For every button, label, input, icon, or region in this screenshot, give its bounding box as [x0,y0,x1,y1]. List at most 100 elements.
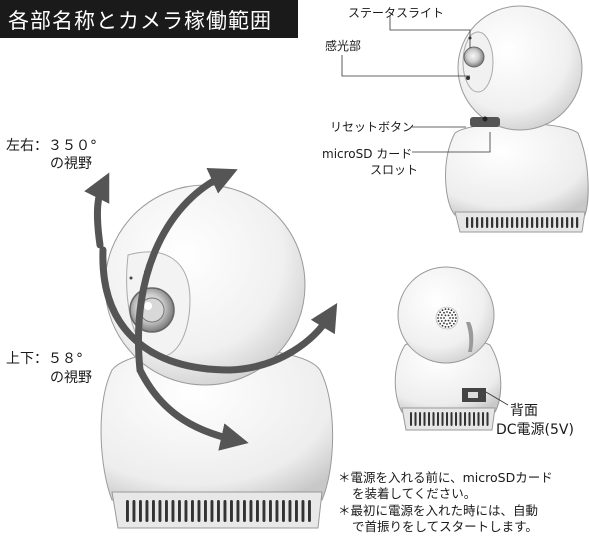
vent-slot [410,412,413,426]
back-view-camera [394,266,502,431]
vent-slot [126,500,129,522]
vent-slot [243,500,246,522]
vent-slot [551,217,554,228]
vent-slot [496,217,499,228]
vent-slot [459,412,462,426]
vent-slot [531,217,534,228]
vent-slot [455,412,458,426]
vent-slot [145,500,149,522]
vent-slot [468,412,471,426]
vent-slot [256,500,259,522]
back-vents [410,412,489,426]
speaker-hole [452,322,455,325]
speaker-hole [452,317,454,319]
note-1-line2: を装着してください。 [352,486,477,501]
speaker-hole [441,309,444,312]
vent-slot [230,500,233,522]
speaker-hole [444,314,447,317]
label-dc-power: DC電源(5V) [496,422,574,438]
vent-slot [506,217,509,228]
speaker-hole [437,317,439,319]
speaker-hole [444,325,447,328]
vent-slot [446,412,449,426]
vent-slot [482,412,485,426]
side-vents [466,217,579,228]
speaker-hole [451,320,454,322]
speaker-hole [447,319,450,322]
vent-slot [546,217,549,228]
main-camera [100,184,334,529]
vent-slot [269,500,272,522]
vent-slot [282,500,285,522]
vent-slot [165,500,168,522]
vent-slot [262,500,266,522]
speaker-hole [443,322,445,325]
vent-slot [236,500,240,522]
vent-slot [437,412,440,426]
vent-slot [516,217,519,228]
vent-slot [511,217,514,228]
vent-slot [466,217,469,228]
label-reset-button: リセットボタン [330,120,415,134]
vent-slot [576,217,579,228]
vent-slot [223,500,227,522]
speaker-hole [440,317,442,319]
speaker-hole [449,322,451,325]
vent-slot [477,412,480,426]
note-1-line1: ＊電源を入れる前に、microSDカード [338,470,553,485]
speaker-hole [454,320,457,322]
speaker-hole [450,324,453,327]
vent-slot [473,412,476,426]
speaker-hole [440,314,443,316]
speaker-hole [444,308,447,311]
speaker-hole [443,317,445,319]
label-light-sensor: 感光部 [325,39,362,53]
vent-slot [419,412,422,426]
speaker-hole [449,317,451,319]
vent-slot [275,500,279,522]
speaker-hole [452,311,455,314]
speaker-hole [439,311,442,314]
vent-slot [197,500,201,522]
vent-slot [204,500,207,522]
vent-slot [152,500,155,522]
vent-slot [481,217,484,228]
speaker-hole [447,308,450,311]
microsd-slot-line [412,132,491,153]
speaker-hole [437,314,440,316]
label-tilt-range: 上下：５８° [6,351,83,367]
vent-slot [566,217,569,228]
vent-slot [308,500,311,522]
speaker-hole [455,317,457,319]
vent-slot [526,217,529,228]
vent-slot [423,412,426,426]
vent-slot [132,500,136,522]
vent-slot [158,500,162,522]
speaker-hole [441,324,444,327]
vent-slot [295,500,298,522]
vent-slot [428,412,431,426]
vent-slot [414,412,417,426]
label-tilt-fov: の視野 [50,370,92,386]
speaker-hole [439,322,442,325]
vent-slot [521,217,524,228]
page-title: 各部名称とカメラ稼働範囲 [8,9,272,33]
speaker-hole [443,311,445,314]
speaker-hole [451,314,454,316]
light-sensor-line [341,55,470,77]
vent-slot [301,500,305,522]
label-microsd-line2: スロット [370,163,419,177]
vent-slot [491,217,494,228]
speaker-hole [437,320,440,322]
speaker-hole [440,320,443,322]
status-light-line [389,16,471,48]
side-view-camera [445,5,589,233]
vent-slot [288,500,292,522]
vent-slot [432,412,435,426]
vent-slot [571,217,574,228]
note-2-line2: で首振りをしてスタートします。 [352,519,538,534]
vent-slot [561,217,564,228]
vent-slot [536,217,539,228]
